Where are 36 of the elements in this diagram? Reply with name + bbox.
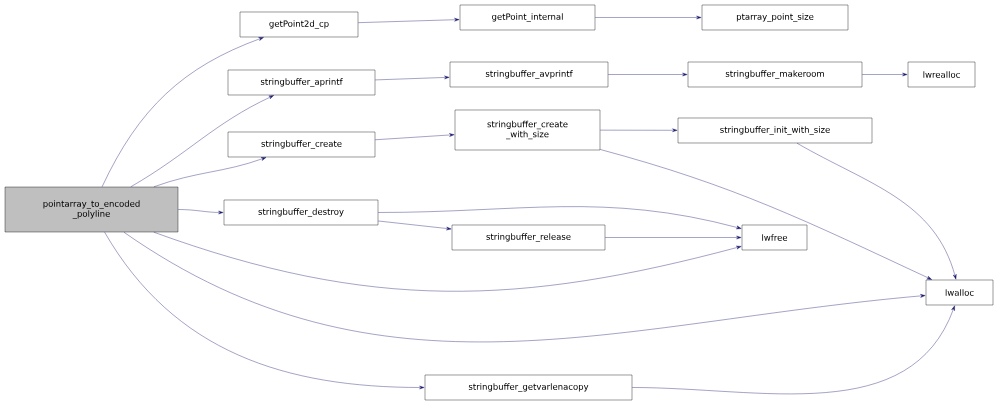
function-box: stringbuffer_aprintf [227,69,376,96]
arrow [104,232,425,390]
function-box: lwrealloc [907,61,976,88]
arrow [375,133,455,140]
arrow [600,149,932,280]
arrow [595,15,702,20]
function-box: getPoint2d_cp [239,11,359,38]
function-box: stringbuffer_makeroom [687,61,863,88]
arrow [178,209,224,215]
function-box: stringbuffer_release [451,224,606,251]
function-box: stringbuffer_create _with_size [454,109,601,151]
function-box: lwalloc [925,279,994,306]
arrow [378,206,742,230]
arrow [123,232,926,342]
function-box: getPoint_internal [459,4,596,31]
arrow [153,157,267,187]
arrow [632,305,955,395]
arrow [358,17,460,23]
function-box: stringbuffer_avprintf [449,61,609,88]
function-box: stringbuffer_create [227,131,376,158]
arrow [608,72,688,77]
arrow [378,220,452,231]
function-box: stringbuffer_init_with_size [677,117,873,144]
function-box: stringbuffer_destroy [223,199,379,226]
function-box: stringbuffer_getvarlenacopy [424,374,633,401]
function-box: pointarray_to_encoded _polyline [4,186,179,233]
arrow [600,128,678,133]
arrow [101,37,264,187]
arrow [153,232,742,292]
function-box: lwfree [741,224,808,251]
arrow [862,72,908,77]
arrow [375,75,450,81]
arrow [130,95,274,187]
arrow [796,143,957,280]
function-box: ptarray_point_size [701,4,849,31]
arrow [605,235,742,240]
